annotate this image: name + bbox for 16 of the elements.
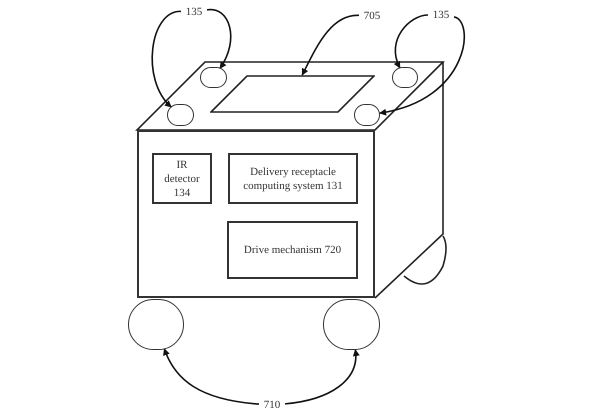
component-box: IR detector 134 <box>152 153 212 204</box>
leader-line <box>284 349 360 405</box>
leader-line <box>302 14 360 76</box>
leader-line <box>163 348 260 405</box>
callout-number: 135 <box>181 4 207 20</box>
component-box: Drive mechanism 720 <box>227 221 358 279</box>
callout-number: 705 <box>359 8 385 24</box>
callout-number: 710 <box>259 397 285 413</box>
front-panel <box>137 130 375 298</box>
display-screen <box>210 75 375 113</box>
component-box: Delivery receptacle computing system 131 <box>228 153 358 204</box>
leader-line <box>379 16 465 116</box>
leader-line <box>206 8 232 69</box>
callout-number: 135 <box>428 7 454 23</box>
leader-line <box>394 14 428 68</box>
leader-line <box>151 10 182 108</box>
